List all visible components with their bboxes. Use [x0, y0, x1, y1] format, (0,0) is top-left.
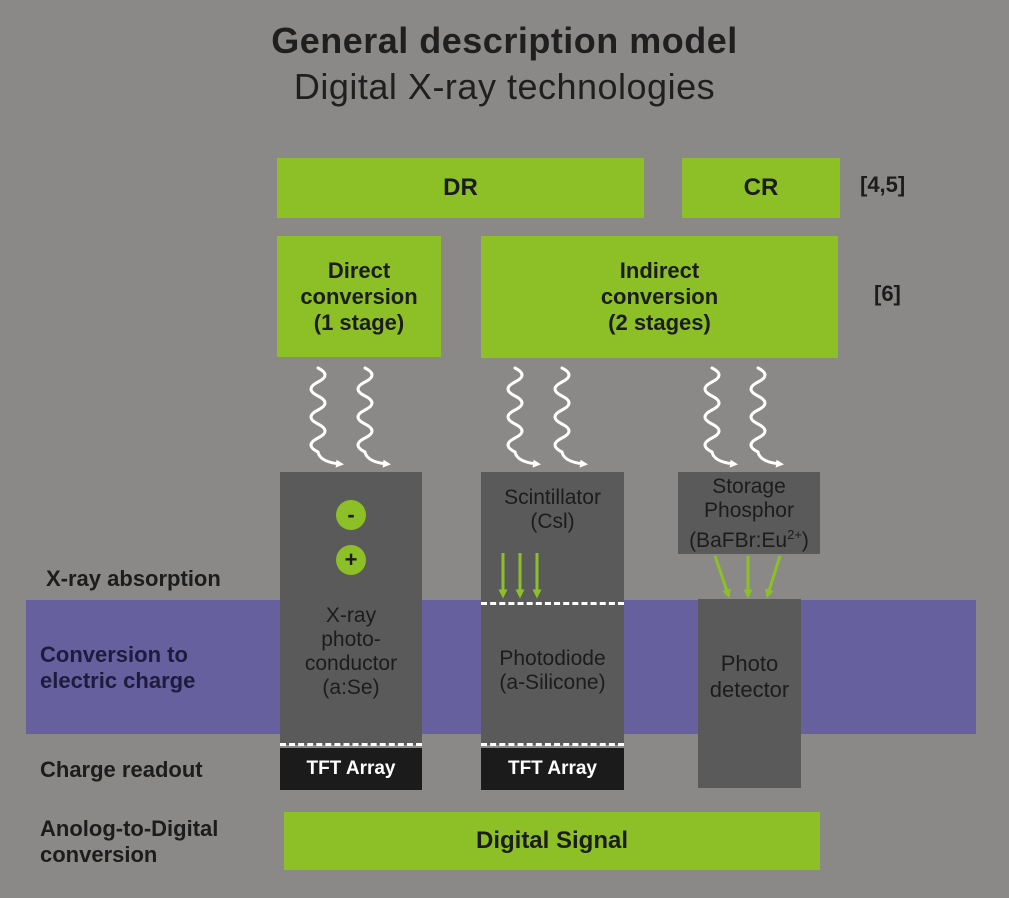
dr-box: DR: [277, 158, 644, 218]
phosphor-line-1: Storage: [712, 475, 786, 498]
row-label-adc: Anolog-to-Digital conversion: [40, 816, 218, 868]
reference-4-5: [4,5]: [860, 172, 906, 197]
direct-line-1: Direct: [327, 257, 391, 283]
photoconductor-line-2: photo-: [321, 628, 381, 651]
digital-signal-label: Digital Signal: [475, 827, 628, 854]
photoconductor-line-1: X-ray: [325, 604, 377, 627]
row-label-adc-line-2: conversion: [40, 842, 158, 867]
photoconductor-column: - + X-ray photo- conductor (a:Se): [280, 472, 422, 745]
scintillator-label: Scintillator (Csl): [481, 486, 624, 534]
phosphor-line-3: (BaFBr:Eu2+): [678, 523, 820, 553]
xray-wave-arrow-5: [703, 366, 738, 468]
reference-6: [6]: [874, 281, 901, 306]
indirect-tft-array: TFT Array: [481, 748, 624, 790]
photodetector-label: Photo detector: [698, 651, 801, 703]
scintillator-photodiode-column: Scintillator (Csl) Photodiode (a-Silicon…: [481, 472, 624, 745]
storage-phosphor-label: Storage Phosphor (BaFBr:Eu2+): [678, 475, 820, 553]
phosphor-close: ): [801, 529, 809, 552]
row-label-conversion-line-1: Conversion to: [40, 642, 188, 667]
xray-wave-arrow-6: [749, 366, 784, 468]
photoconductor-line-4: (a:Se): [322, 676, 380, 699]
phosphor-line-2: Phosphor: [704, 499, 794, 522]
row-label-absorption: X-ray absorption: [46, 566, 221, 591]
photodiode-line-2: (a-Silicone): [499, 671, 606, 694]
photoconductor-label: X-ray photo- conductor (a:Se): [280, 604, 422, 700]
phosphor-formula: (BaFBr:Eu: [689, 529, 788, 552]
phosphor-arrow-1: [713, 555, 731, 599]
indirect-line-2: conversion: [600, 284, 719, 309]
xray-wave-arrow-3: [506, 366, 541, 468]
storage-phosphor-box: Storage Phosphor (BaFBr:Eu2+): [678, 472, 820, 554]
phosphor-arrow-3: [765, 555, 782, 599]
scintillator-interface-line: [481, 602, 624, 605]
diagram-subtitle: Digital X-ray technologies: [293, 66, 716, 107]
scintillator-line-1: Scintillator: [504, 486, 601, 509]
photodetector-box: Photo detector: [698, 599, 801, 788]
row-label-conversion-line-2: electric charge: [40, 668, 196, 693]
row-label-conversion: Conversion to electric charge: [40, 642, 195, 694]
cr-box: CR: [682, 158, 840, 218]
direct-line-2: conversion: [300, 283, 418, 309]
indirect-line-1: Indirect: [619, 258, 700, 283]
cr-label: CR: [743, 174, 779, 201]
phosphor-charge: 2+: [787, 527, 802, 542]
digital-signal-bar: Digital Signal: [284, 812, 820, 870]
row-label-readout: Charge readout: [40, 757, 203, 782]
photodetector-line-2: detector: [709, 677, 790, 702]
xray-wave-arrow-4: [553, 366, 588, 468]
electron-charge: -: [336, 500, 366, 530]
indirect-conversion-box: Indirect conversion (2 stages): [481, 236, 838, 358]
direct-conversion-box: Direct conversion (1 stage): [277, 236, 441, 357]
direct-interface-line: [280, 743, 422, 746]
direct-tft-array: TFT Array: [280, 748, 422, 790]
diagram-title: General description model: [271, 20, 738, 61]
scintillator-line-2: (Csl): [530, 510, 575, 533]
indirect-line-3: (2 stages): [608, 310, 711, 335]
photodiode-label: Photodiode (a-Silicone): [481, 647, 624, 695]
xray-wave-arrow-2: [356, 366, 391, 468]
dr-label: DR: [443, 174, 478, 201]
row-label-adc-line-1: Anolog-to-Digital: [40, 816, 219, 841]
xray-wave-arrow-1: [309, 366, 344, 468]
photoconductor-line-3: conductor: [304, 652, 398, 675]
photodetector-line-1: Photo: [720, 651, 779, 676]
photodiode-line-1: Photodiode: [499, 647, 606, 670]
hole-charge: +: [336, 545, 366, 575]
direct-line-3: (1 stage): [313, 309, 405, 335]
indirect-interface-line: [481, 743, 624, 746]
